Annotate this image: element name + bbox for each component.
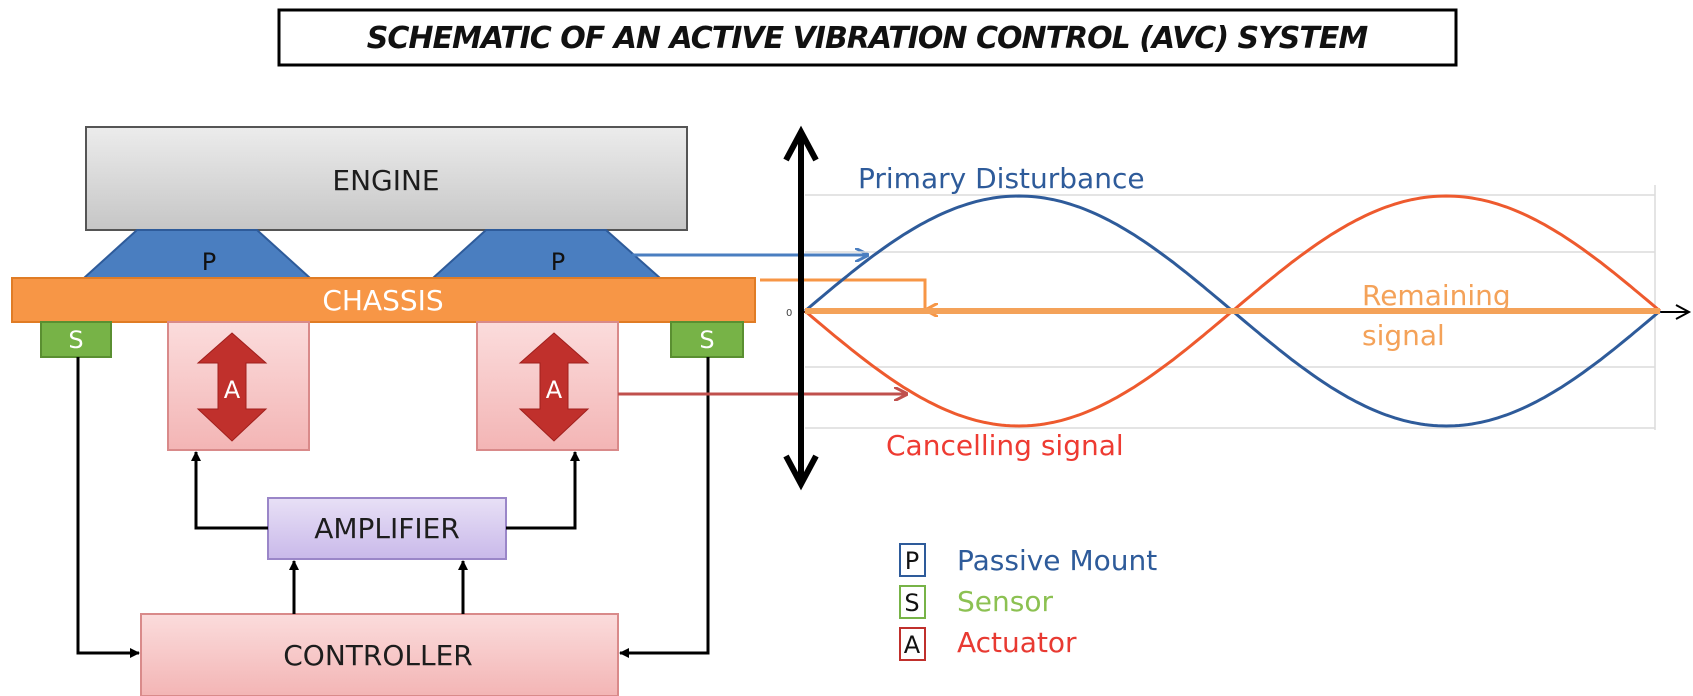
engine-block	[85, 126, 688, 231]
legend-item-passive-mount: P Passive Mount	[899, 543, 1157, 577]
chassis-label: CHASSIS	[322, 284, 443, 317]
legend-key-s: S	[904, 589, 919, 617]
legend-key-box-s	[899, 585, 926, 619]
engine-label: ENGINE	[332, 164, 439, 197]
chassis-block	[11, 277, 756, 323]
legend-key-box-a	[899, 627, 926, 661]
title-box	[277, 8, 1458, 67]
passive-mount-left-letter: P	[202, 248, 216, 276]
signal-wiring	[76, 357, 710, 658]
graph-y-axis-top-head	[783, 125, 819, 162]
legend-item-actuator: A Actuator	[899, 626, 1077, 661]
controller-block	[140, 613, 619, 696]
legend-key-a: A	[904, 631, 921, 659]
remaining-connector-arrow	[760, 278, 925, 310]
actuator-left-letter: A	[224, 376, 241, 404]
controller-label: CONTROLLER	[283, 639, 472, 672]
legend-key-p: P	[905, 547, 919, 575]
waveform-graph: 0 Primary Disturbance Cancelling signal …	[783, 125, 1692, 491]
actuator-right-letter: A	[546, 376, 563, 404]
cancelling-signal-label: Cancelling signal	[886, 429, 1124, 462]
passive-mount-right	[430, 229, 663, 279]
legend-item-sensor: S Sensor	[899, 585, 1053, 619]
wire-amp-to-right-actuator	[506, 451, 580, 530]
wire-left-sensor-to-controller	[76, 357, 140, 658]
sensor-right-letter: S	[699, 326, 714, 354]
graph-y-axis-bottom-head	[783, 454, 819, 491]
passive-mount-left	[81, 229, 313, 279]
legend-label-sensor: Sensor	[957, 585, 1053, 618]
wire-right-sensor-to-controller	[619, 357, 710, 658]
actuator-left-arrow	[196, 332, 268, 442]
diagram-title: SCHEMATIC OF AN ACTIVE VIBRATION CONTROL…	[367, 21, 1369, 56]
primary-disturbance-label: Primary Disturbance	[858, 162, 1145, 195]
graph-origin-label: 0	[786, 308, 792, 319]
legend-label-passive-mount: Passive Mount	[957, 544, 1157, 577]
remaining-signal-label-line2: signal	[1362, 319, 1445, 352]
amplifier-label: AMPLIFIER	[314, 512, 460, 545]
legend-key-box-p	[899, 543, 926, 577]
remaining-signal-label-line1: Remaining	[1362, 279, 1511, 312]
graph-gridlines	[805, 185, 1656, 430]
wire-amp-to-left-actuator	[191, 451, 268, 530]
passive-mount-right-letter: P	[551, 248, 565, 276]
graph-x-axis-head	[1675, 304, 1692, 320]
legend-label-actuator: Actuator	[957, 626, 1077, 659]
legend: P Passive Mount S Sensor A Actuator	[899, 543, 1157, 661]
sensor-left-letter: S	[68, 326, 83, 354]
sensor-left	[40, 321, 112, 358]
actuator-right-arrow	[518, 332, 590, 442]
